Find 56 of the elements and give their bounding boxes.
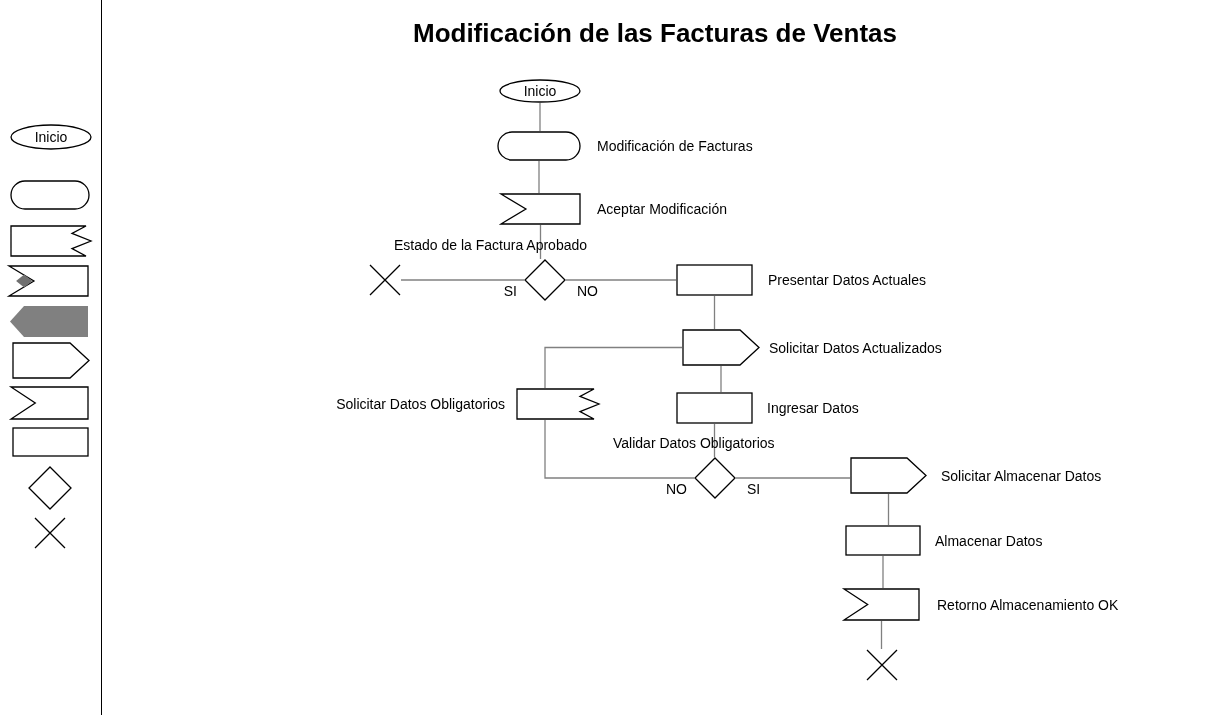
start-ellipse	[499, 79, 581, 103]
step-label: Retorno Almacenamiento OK	[937, 596, 1119, 613]
pentagon-box	[850, 457, 927, 494]
connector-line	[880, 620, 883, 650]
end-cross	[866, 649, 898, 681]
decision-diamond	[28, 466, 72, 510]
pentagon-box	[682, 329, 760, 366]
node-label: Inicio	[523, 83, 557, 99]
connector-line	[882, 555, 884, 589]
step-label: Modificación de Facturas	[597, 138, 753, 154]
edge-label: NO	[665, 481, 688, 497]
notched-box	[10, 386, 89, 420]
flag-box	[516, 388, 600, 420]
connector-line	[400, 279, 525, 281]
rounded-box	[497, 131, 581, 161]
process-box	[845, 525, 921, 556]
start-ellipse	[10, 124, 92, 150]
end-cross	[369, 264, 401, 296]
notched-box	[500, 193, 581, 225]
edge-label: SI	[502, 283, 518, 299]
connector-line	[720, 365, 722, 393]
notched-box	[843, 588, 920, 621]
rounded-box	[10, 180, 90, 210]
receive-box	[8, 265, 89, 297]
step-label: Validar Datos Obligatorios	[613, 435, 775, 451]
connector-line	[539, 102, 541, 132]
flag-box	[10, 225, 92, 257]
connector-line	[713, 423, 716, 458]
step-label: Solicitar Datos Actualizados	[769, 339, 942, 356]
process-box	[676, 392, 753, 424]
diagram-title: Modificación de las Facturas de Ventas	[411, 18, 898, 49]
connector-line	[544, 419, 695, 479]
step-label: Ingresar Datos	[767, 400, 859, 416]
step-label: Presentar Datos Actuales	[768, 272, 926, 288]
step-label: Aceptar Modificación	[597, 201, 727, 217]
process-box	[12, 427, 89, 457]
connector-line	[713, 295, 716, 330]
edge-label: SI	[746, 481, 762, 497]
connector-line	[735, 477, 851, 479]
edge-label: NO	[576, 283, 599, 299]
connector-line	[887, 493, 890, 526]
process-box	[676, 264, 753, 296]
connector-line	[538, 160, 540, 194]
left-pointing-block	[10, 306, 88, 337]
decision-diamond	[524, 259, 566, 301]
step-label: Solicitar Datos Obligatorios	[336, 396, 505, 412]
connector-line	[544, 346, 683, 389]
end-cross	[34, 517, 66, 549]
decision-diamond	[694, 457, 736, 499]
pentagon-box	[12, 342, 90, 379]
step-label: Estado de la Factura Aprobado	[394, 237, 588, 253]
connector-line	[539, 224, 542, 260]
step-label: Solicitar Almacenar Datos	[941, 467, 1102, 484]
node-label: Inicio	[34, 129, 68, 145]
connector-line	[565, 279, 677, 281]
step-label: Almacenar Datos	[935, 532, 1043, 549]
